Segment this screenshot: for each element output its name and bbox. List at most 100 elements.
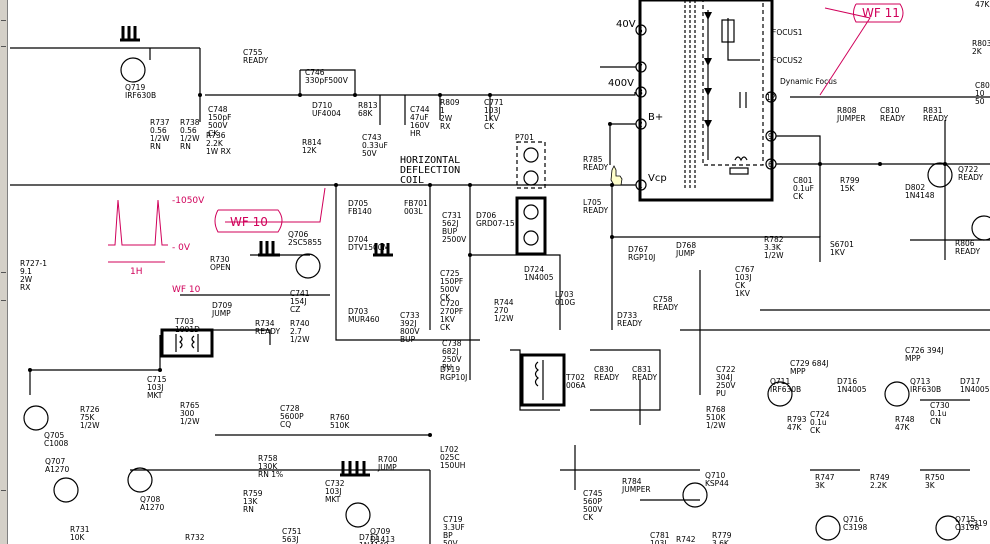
fbt-label-dynamic-focus: Dynamic Focus	[780, 77, 837, 86]
circuit-wiring	[10, 47, 990, 544]
flyback-transformer	[638, 0, 774, 202]
fbt-pin-1: 1	[638, 181, 643, 190]
fbt-pin-9: 9	[768, 132, 773, 141]
label-r742: R742	[676, 535, 696, 544]
viewer-left-ruler[interactable]	[0, 0, 8, 544]
fbt-pin-2: 2	[638, 120, 643, 129]
label-p701: P701	[515, 133, 534, 142]
transformer-t703	[160, 328, 214, 358]
fbt-label-focus1: FOCUS1	[772, 28, 803, 37]
fbt-pin-7: 7	[638, 63, 643, 72]
fbt-pin-8: 8	[638, 88, 643, 97]
waveform-annotations	[108, 3, 904, 263]
fbt-label-40v: 40V	[616, 19, 636, 30]
npn-transistor-icon	[23, 57, 990, 541]
fbt-pin-12: 12	[766, 93, 776, 102]
fbt-label-bplus: B+	[648, 112, 663, 123]
waveform-period: 1H	[130, 267, 143, 277]
fbt-label-vcp: Vcp	[648, 173, 667, 184]
transformer-t702	[520, 353, 566, 407]
fbt-pin-5: 5	[638, 26, 643, 35]
label-c319: C319	[968, 519, 988, 528]
waveform-zero-voltage: - 0V	[172, 243, 191, 253]
junction-dots	[28, 93, 947, 437]
waveform-label-wf11: WF 11	[862, 6, 900, 20]
waveform-label-wf10-small: WF 10	[172, 285, 201, 295]
fbt-label-400v: 400V	[608, 78, 634, 89]
